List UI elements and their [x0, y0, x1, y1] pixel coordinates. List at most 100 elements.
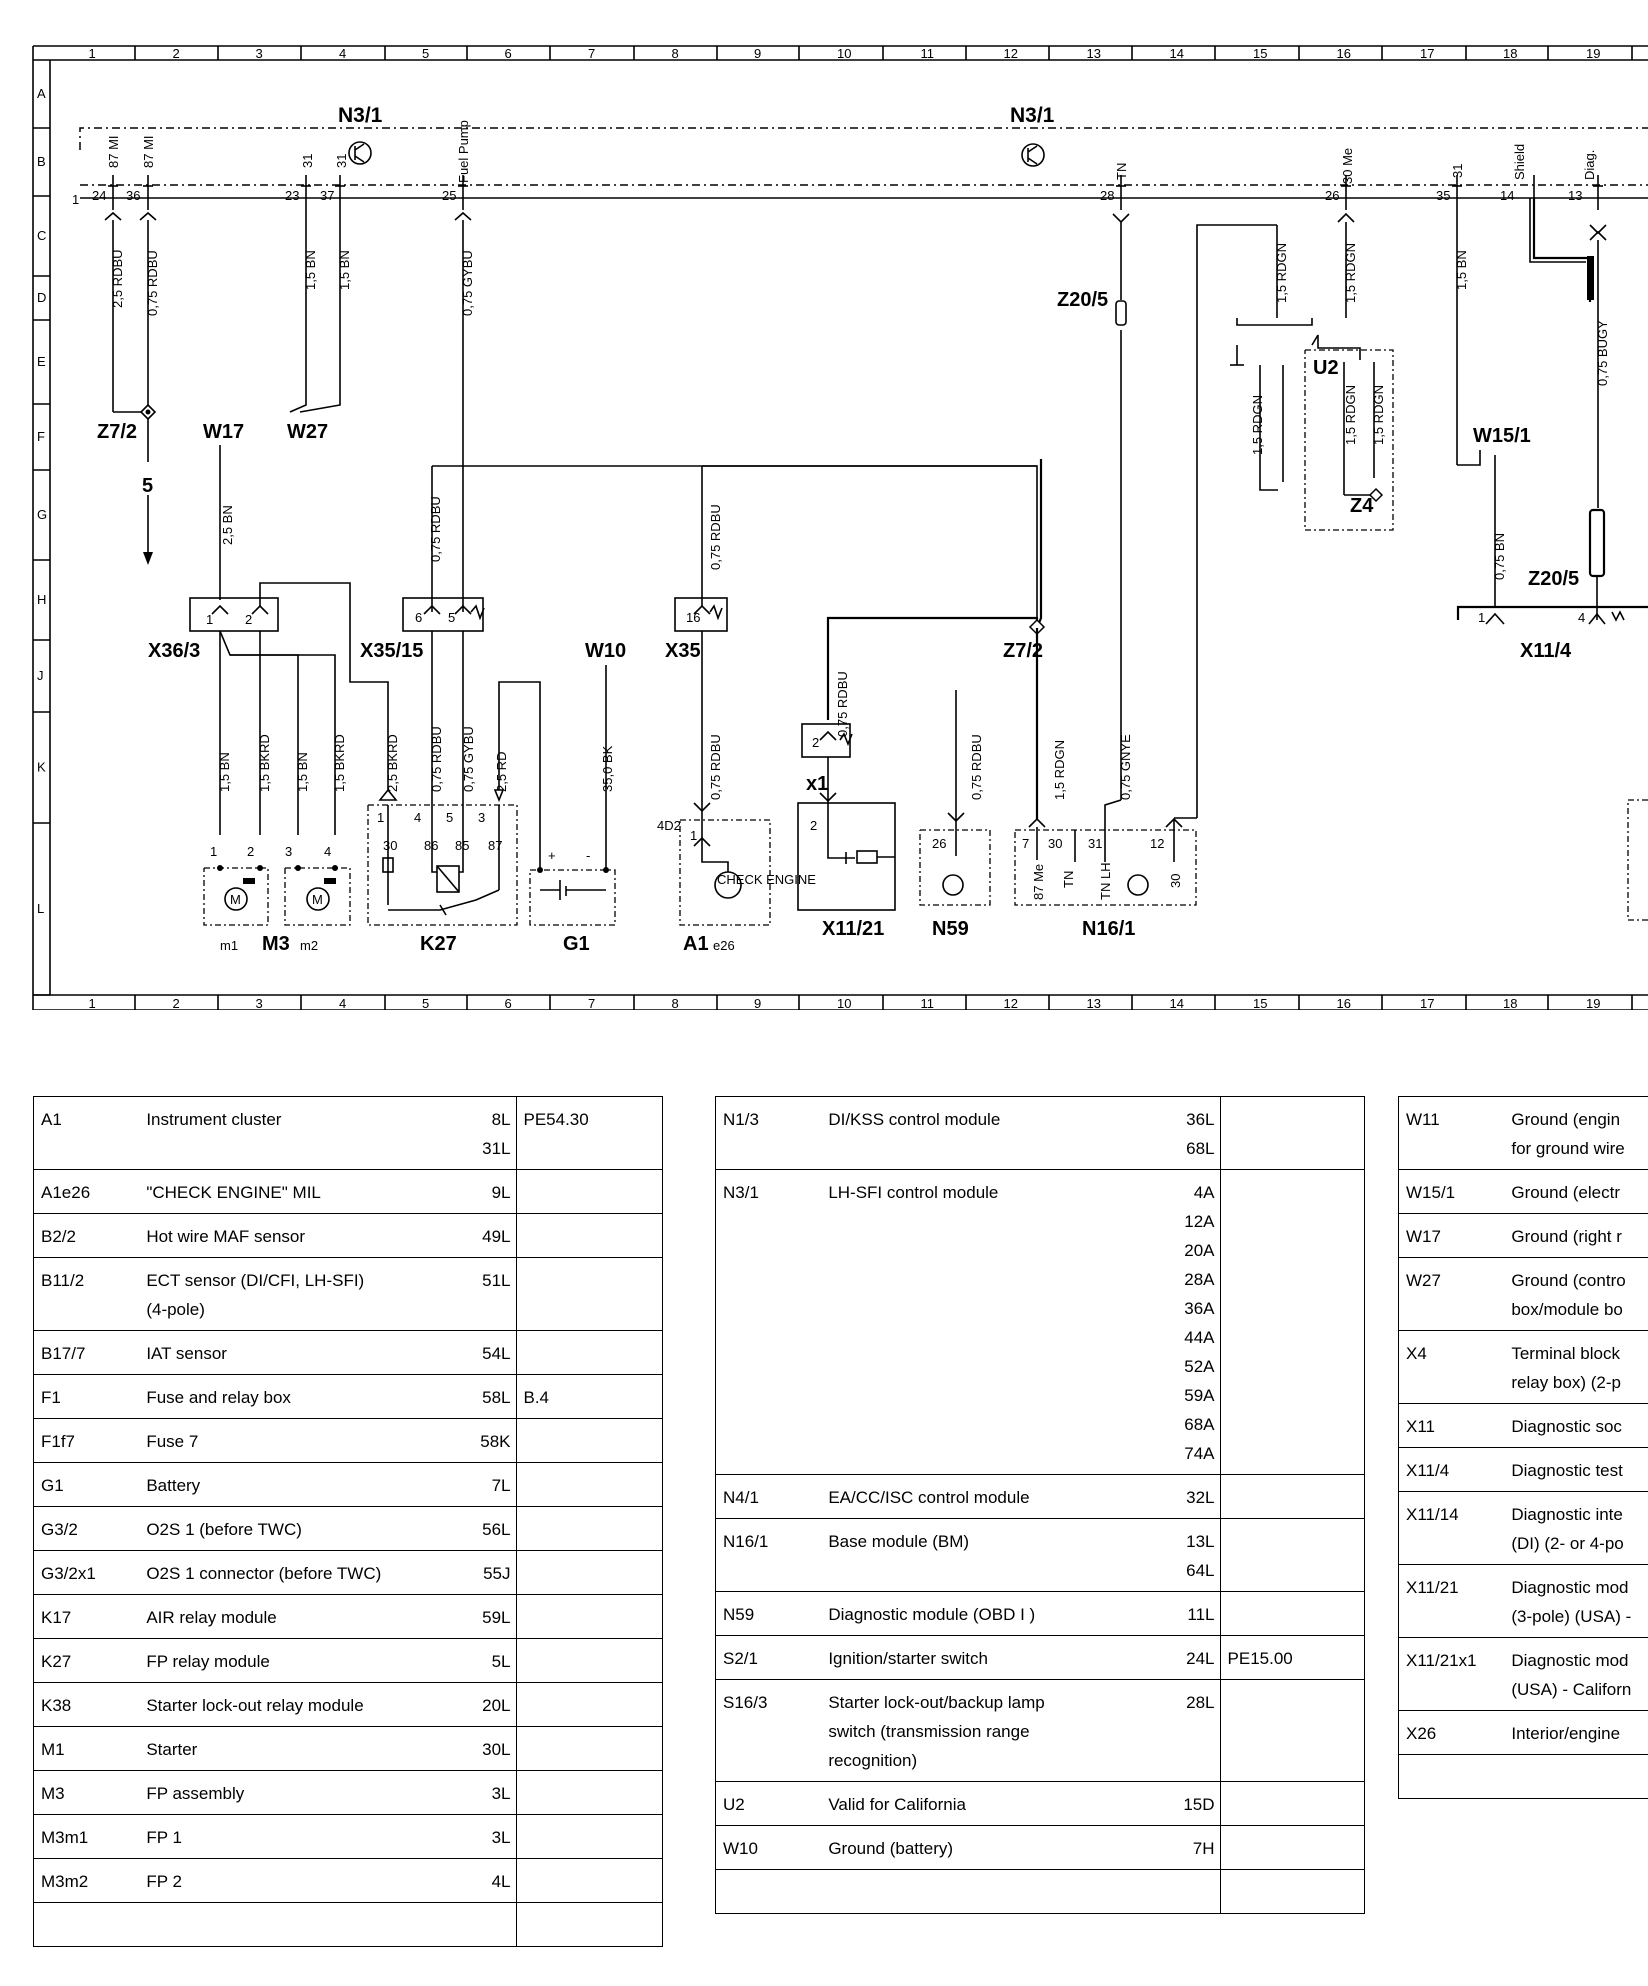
row-letter: L [37, 901, 44, 916]
column-number: 6 [505, 996, 512, 1010]
pin-num: 35 [1436, 188, 1450, 203]
column-number: 3 [256, 996, 263, 1010]
grid-location: 54L [453, 1330, 517, 1375]
a1-label: A1 [683, 933, 709, 955]
page-reference [515, 1902, 663, 1947]
m1-label: m1 [220, 938, 238, 953]
column-number: 15 [1253, 996, 1267, 1010]
battery-plus: + [548, 848, 556, 863]
component-code: B17/7 [33, 1330, 140, 1375]
page-reference [1219, 1825, 1366, 1870]
component-description [1504, 1754, 1648, 1799]
page-reference [1219, 1096, 1366, 1170]
pin-num: 1 [377, 810, 384, 825]
grid-location: 3L [453, 1770, 517, 1815]
wire-label: 1,5 BN [295, 752, 310, 792]
page-reference [515, 1770, 663, 1815]
component-code: B2/2 [33, 1213, 140, 1258]
pin-term: TN LH [1098, 862, 1113, 900]
pin-term: 31 [1450, 164, 1465, 178]
wire-label: 0,75 RDBU [969, 734, 984, 800]
pin-num: 2 [247, 844, 254, 859]
component-code: W27 [1398, 1257, 1505, 1331]
page-reference [515, 1257, 663, 1331]
component-code: X11 [1398, 1403, 1505, 1448]
page-reference [515, 1638, 663, 1683]
w17-label: W17 [203, 421, 244, 443]
pin-num: 1 [206, 612, 213, 627]
pin-num: 26 [932, 836, 946, 851]
u2-california-box: U2 Z4 [1230, 345, 1394, 531]
column-number: 15 [1253, 46, 1267, 61]
component-code: B11/2 [33, 1257, 140, 1331]
component-description: ECT sensor (DI/CFI, LH-SFI)(4-pole) [139, 1257, 454, 1331]
page-reference [1219, 1591, 1366, 1636]
row-letter: E [37, 354, 46, 369]
component-description: Fuse 7 [139, 1418, 454, 1463]
component-description: Diagnostic inte(DI) (2- or 4-po [1504, 1491, 1648, 1565]
pin-num: 2 [810, 818, 817, 833]
wire-label: 35,0 BK [600, 745, 615, 792]
component-description: Fuse and relay box [139, 1374, 454, 1419]
column-number: 9 [754, 996, 761, 1010]
pin-term: 30 Me [1340, 148, 1355, 184]
wire-label: 1,5 BN [217, 752, 232, 792]
pin-term: 30 [383, 838, 397, 853]
page-reference [515, 1550, 663, 1595]
w27-label: W27 [287, 421, 328, 443]
component-description [821, 1869, 1156, 1914]
pin-num: 25 [442, 188, 456, 203]
diagram-frame [32, 45, 1648, 1010]
wire-label: 1,5 BKRD [332, 734, 347, 792]
pin-num: 2 [812, 735, 819, 750]
w10-label: W10 [585, 640, 626, 662]
pin-num: 16 [686, 610, 700, 625]
grid-location: 51L [453, 1257, 517, 1331]
component-code: X4 [1398, 1330, 1505, 1404]
grid-location: 7L [453, 1462, 517, 1507]
pin-num: 36 [126, 188, 140, 203]
motor-icon: M [230, 892, 241, 907]
column-number: 12 [1004, 996, 1018, 1010]
component-code: N4/1 [715, 1474, 822, 1519]
z20-5-top-label: Z20/5 [1057, 289, 1108, 311]
page-reference: B.4 [515, 1374, 663, 1419]
component-description: LH-SFI control module [821, 1169, 1156, 1475]
wiring-diagram: 1122334455667788991010111112121313141415… [32, 45, 1648, 1010]
column-number: 5 [422, 996, 429, 1010]
page-reference [515, 1506, 663, 1551]
wire-label: 0,75 BN [1492, 533, 1507, 580]
x1-label: x1 [806, 773, 828, 795]
component-description [139, 1902, 454, 1947]
x36-3-connector: 1 2 [189, 445, 389, 835]
component-description: DI/KSS control module [821, 1096, 1156, 1170]
grid-location: 7H [1155, 1825, 1221, 1870]
pin-num: 1 [1478, 610, 1485, 625]
grid-location: 49L [453, 1213, 517, 1258]
component-code: S2/1 [715, 1635, 822, 1680]
component-description: Diagnostic mod(USA) - Californ [1504, 1637, 1648, 1711]
legend-row [715, 1869, 1366, 1914]
column-number: 5 [422, 46, 429, 61]
column-number: 4 [339, 46, 346, 61]
grid-location: 59L [453, 1594, 517, 1639]
component-code: N3/1 [715, 1169, 822, 1475]
column-number: 3 [256, 46, 263, 61]
grid-location: 55J [453, 1550, 517, 1595]
